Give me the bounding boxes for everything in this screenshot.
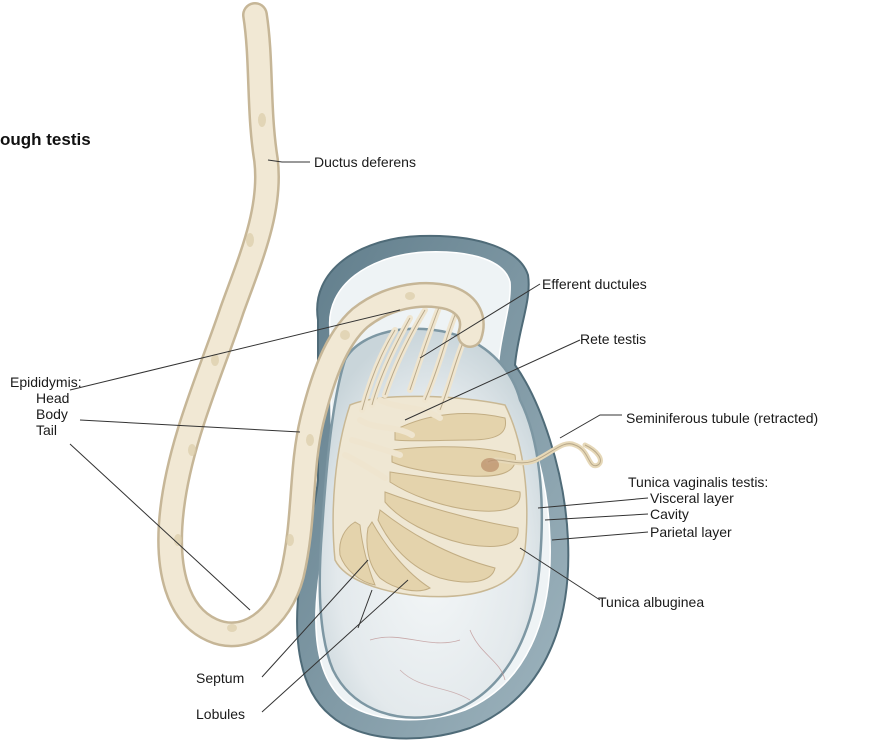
- label-efferent-ductules: Efferent ductules: [542, 276, 647, 292]
- label-epididymis-body: Body: [36, 406, 68, 422]
- label-seminiferous-tubule: Seminiferous tubule (retracted): [626, 410, 818, 426]
- label-lobules: Lobules: [196, 706, 245, 722]
- label-septum: Septum: [196, 670, 244, 686]
- figure-title-fragment: ough testis: [0, 130, 91, 150]
- label-cavity: Cavity: [650, 506, 689, 522]
- label-tunica-vaginalis: Tunica vaginalis testis:: [628, 474, 768, 490]
- label-epididymis: Epididymis:: [10, 374, 82, 390]
- label-visceral-layer: Visceral layer: [650, 490, 734, 506]
- label-epididymis-tail: Tail: [36, 422, 57, 438]
- label-parietal-layer: Parietal layer: [650, 524, 732, 540]
- label-rete-testis: Rete testis: [580, 331, 646, 347]
- label-tunica-albuginea: Tunica albuginea: [598, 594, 704, 610]
- label-epididymis-head: Head: [36, 390, 69, 406]
- label-ductus-deferens: Ductus deferens: [314, 154, 416, 170]
